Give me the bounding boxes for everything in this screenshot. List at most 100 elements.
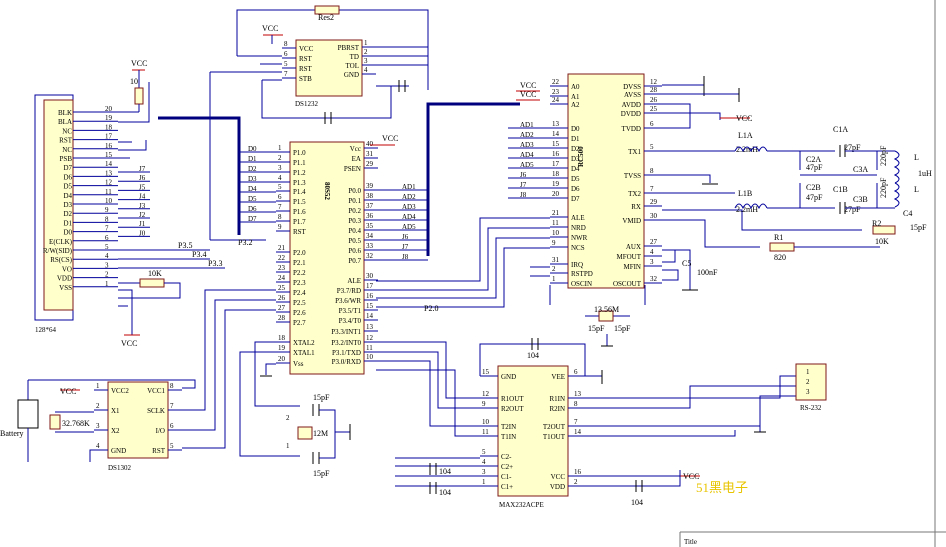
mcu-pin-24-number: 24 xyxy=(278,274,286,282)
mcu-pin-7-name: P1.6 xyxy=(293,208,306,216)
lcd-pin-1-number: 1 xyxy=(105,280,109,288)
mcu-pin-12-name: P3.2/INT0 xyxy=(331,339,361,347)
rc500-pin-32-name: OSCOUT xyxy=(613,280,642,288)
c3a-value: 220pF xyxy=(879,145,888,166)
ds1302-pin-6-number: 6 xyxy=(170,422,174,430)
mcu-pin-33-name: P0.6 xyxy=(348,247,361,255)
max232-chip: MAX232ACPE 15GND12R1OUT9R2OUT10T2IN11T1I… xyxy=(480,365,586,509)
ds1302-pin-5-number: 5 xyxy=(170,442,174,450)
rc500-pin-4-name: MFOUT xyxy=(616,253,641,261)
r1-value: 820 xyxy=(774,253,786,262)
rs232-pin-1: 1 xyxy=(806,368,810,376)
max232-pin-10-name: T2IN xyxy=(501,423,516,431)
rc500-pin-2-name: RSTPD xyxy=(571,270,593,278)
mcu-crystal: 12M 15pF 15pF 2 1 xyxy=(239,341,351,478)
rc500-pin-7-name: TX2 xyxy=(628,190,641,198)
rs232-connector: RS-232 1 2 3 xyxy=(795,363,827,412)
watermark: 51黑电子 xyxy=(696,480,748,495)
mcu-pin-4-name: P1.3 xyxy=(293,179,306,187)
l1a-label: L1A xyxy=(738,131,753,140)
rc500-pin-14-name: D1 xyxy=(571,135,580,143)
mcu-net-AD4: AD4 xyxy=(402,213,416,221)
mcu-pin-16-number: 16 xyxy=(366,292,374,300)
mcu-pin-2-name: P1.1 xyxy=(293,159,306,167)
ds1302-pin-2-name: X1 xyxy=(111,407,120,415)
rc500-pin-14-number: 14 xyxy=(552,130,560,138)
rc500-pin-30-number: 30 xyxy=(650,212,658,220)
resistor-10 xyxy=(134,87,144,105)
rc500-pin-19-number: 19 xyxy=(552,180,560,188)
rc500-pin-23-number: 23 xyxy=(552,88,560,96)
ds1232-pin-1-name: PBRST xyxy=(338,44,360,52)
mcu-pin-31-name: EA xyxy=(352,155,361,163)
lcd-pin-8-name: D1 xyxy=(63,219,72,227)
lcd-pin-2-number: 2 xyxy=(105,271,109,279)
mcu-pin-13-number: 13 xyxy=(366,323,374,331)
mcu-pin-25-name: P2.4 xyxy=(293,289,306,297)
rc500-net-J7: J7 xyxy=(520,181,527,189)
rc500-pin-9-number: 9 xyxy=(552,239,556,247)
rc500-net-AD3: AD3 xyxy=(520,141,534,149)
vcc-label-max: VCC xyxy=(683,472,699,481)
max232-pin-6-number: 6 xyxy=(574,368,578,376)
mcu-pin-2-number: 2 xyxy=(278,154,282,162)
rs232-pin-2: 2 xyxy=(806,378,810,386)
rc500-name: RC500 xyxy=(577,146,585,167)
vcc-label-ds1232: VCC xyxy=(262,24,278,33)
lcd-pin-10-number: 10 xyxy=(105,197,113,205)
lcd-pin-14-number: 14 xyxy=(105,160,113,168)
mcu-pin-26-name: P2.5 xyxy=(293,299,306,307)
lcd-caption: 128*64 xyxy=(35,326,57,334)
lcd-data-bus xyxy=(158,116,241,235)
lcd-net-J2: J2 xyxy=(139,211,146,219)
max232-pin-9-name: R2OUT xyxy=(501,405,524,413)
lcd-pin-19-number: 19 xyxy=(105,114,113,122)
max232-pin-3-name: C1- xyxy=(501,473,512,481)
rc500-pin-21-name: ALE xyxy=(571,214,585,222)
lcd-pin-13-name: D6 xyxy=(63,173,72,181)
c4-label: C4 xyxy=(903,209,912,218)
title-label: Title xyxy=(684,538,697,546)
rc500-pin-27-name: AUX xyxy=(626,243,641,251)
c4-value: 15pF xyxy=(910,223,927,232)
rc500-pin-11-number: 11 xyxy=(552,219,559,227)
mcu-pin-32-number: 32 xyxy=(366,252,374,260)
rc500-pin-15-name: D2 xyxy=(571,145,580,153)
mcu-pin-5-name: P1.4 xyxy=(293,188,306,196)
vcc-label-lcd2: VCC xyxy=(121,339,137,348)
mcu-pin-11-name: P3.1/TXD xyxy=(332,349,361,357)
l-value: 1uH xyxy=(918,169,932,178)
mcu-pin-39-number: 39 xyxy=(366,182,374,190)
net-p32: P3.2 xyxy=(238,238,252,247)
xtal-12m-label: 12M xyxy=(313,429,328,438)
rc500-pin-24-number: 24 xyxy=(552,96,560,104)
rc500-pin-10-number: 10 xyxy=(552,229,560,237)
lcd-pin-5-number: 5 xyxy=(105,243,109,251)
max232-pin-15-name: GND xyxy=(501,373,516,381)
rc500-pin-31-number: 31 xyxy=(552,256,560,264)
mcu-pin-35-name: P0.4 xyxy=(348,227,361,235)
ds1302-wiring: VCC Battery 32.768K xyxy=(0,289,276,462)
lcd-net-J6: J6 xyxy=(139,174,146,182)
mcu-pin-23-name: P2.2 xyxy=(293,269,306,277)
res2 xyxy=(314,5,340,15)
mcu-pin-30-number: 30 xyxy=(366,272,374,280)
mcu-pin-19-name: XTAL1 xyxy=(293,349,315,357)
mcu-pin-22-number: 22 xyxy=(278,254,286,262)
lcd-pin-6-number: 6 xyxy=(105,234,109,242)
rc500-pin-25-number: 25 xyxy=(650,105,658,113)
lcd-pin-19-name: BLA xyxy=(58,118,72,126)
mcu-pin-17-number: 17 xyxy=(366,282,374,290)
max232-pin-6-name: VEE xyxy=(551,373,565,381)
rc500-pin-4-number: 4 xyxy=(650,248,654,256)
mcu-pin-1-number: 1 xyxy=(278,144,282,152)
c5-label: C5 xyxy=(682,259,691,268)
cap104-c: 104 xyxy=(439,488,451,497)
max232-pin-11-number: 11 xyxy=(482,428,489,436)
mcu-net-D3: D3 xyxy=(248,175,257,183)
mcu-pin-18-number: 18 xyxy=(278,334,286,342)
c2a-label: C2A xyxy=(806,155,821,164)
lcd-net-J7: J7 xyxy=(139,165,146,173)
c1b-label: C1B xyxy=(833,185,848,194)
